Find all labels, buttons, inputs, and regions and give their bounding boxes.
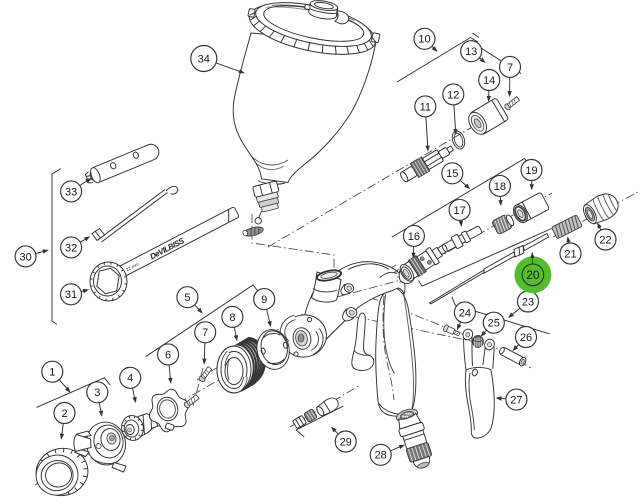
svg-text:29: 29 xyxy=(340,436,352,448)
svg-text:22 mm: 22 mm xyxy=(125,261,140,272)
svg-text:7: 7 xyxy=(202,327,208,339)
svg-text:19: 19 xyxy=(525,165,537,177)
svg-text:30: 30 xyxy=(19,251,31,263)
svg-text:13: 13 xyxy=(465,46,477,58)
svg-text:6: 6 xyxy=(165,349,171,361)
svg-text:27: 27 xyxy=(510,395,522,407)
svg-text:5: 5 xyxy=(184,292,190,304)
svg-text:15: 15 xyxy=(446,168,458,180)
svg-text:31: 31 xyxy=(65,289,77,301)
svg-text:22: 22 xyxy=(599,234,611,246)
svg-text:32: 32 xyxy=(65,242,77,254)
svg-text:1: 1 xyxy=(49,367,55,379)
svg-text:3: 3 xyxy=(94,387,100,399)
svg-text:28: 28 xyxy=(375,450,387,462)
svg-text:20: 20 xyxy=(526,268,540,282)
svg-text:10: 10 xyxy=(418,34,430,46)
svg-text:8: 8 xyxy=(229,312,235,324)
svg-text:11: 11 xyxy=(420,101,431,113)
svg-text:4: 4 xyxy=(127,373,133,385)
svg-text:21: 21 xyxy=(564,248,576,260)
svg-text:16: 16 xyxy=(408,231,420,243)
svg-text:25: 25 xyxy=(488,318,500,330)
svg-text:18: 18 xyxy=(494,181,506,193)
svg-text:34: 34 xyxy=(198,53,210,65)
svg-text:9: 9 xyxy=(261,294,267,306)
svg-text:14: 14 xyxy=(483,75,495,87)
svg-text:7: 7 xyxy=(507,62,513,74)
svg-text:2: 2 xyxy=(61,408,67,420)
svg-text:23: 23 xyxy=(522,296,534,308)
svg-text:12: 12 xyxy=(447,89,459,101)
svg-text:26: 26 xyxy=(520,332,532,344)
svg-text:24: 24 xyxy=(459,307,471,319)
svg-text:17: 17 xyxy=(453,205,465,217)
svg-text:33: 33 xyxy=(65,186,77,198)
